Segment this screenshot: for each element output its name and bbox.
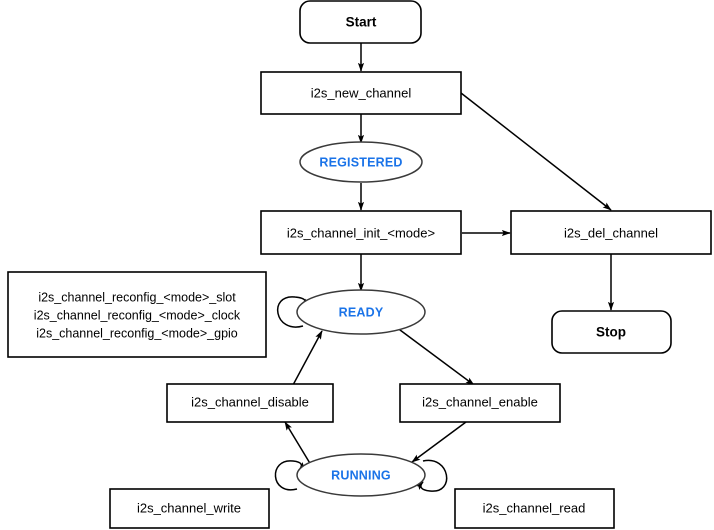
registered-node-label: REGISTERED xyxy=(319,155,402,169)
channel-enable-node-label: i2s_channel_enable xyxy=(422,394,538,409)
channel-write-node-shape[interactable] xyxy=(109,488,270,529)
start-node-shape[interactable] xyxy=(299,0,422,44)
edge-layer xyxy=(274,43,615,492)
edge-channel-disable-to-ready xyxy=(292,330,323,386)
channel-enable-node-shape[interactable] xyxy=(399,383,561,423)
new-channel-node-label: i2s_new_channel xyxy=(311,85,412,100)
channel-read-node-shape[interactable] xyxy=(454,488,615,529)
reconfig-node-label-line-3: i2s_channel_reconfig_<mode>_gpio xyxy=(36,326,238,340)
edge-running-to-channel-disable xyxy=(284,421,312,466)
channel-disable-node-shape[interactable] xyxy=(166,383,334,423)
running-node-shape[interactable] xyxy=(296,453,426,497)
self-loop-running-right xyxy=(415,459,448,492)
stop-node-shape[interactable] xyxy=(551,310,672,354)
running-node-label: RUNNING xyxy=(331,468,391,482)
stop-node-label: Stop xyxy=(596,325,626,340)
ready-node-shape[interactable] xyxy=(296,289,426,335)
channel-read-node-label: i2s_channel_read xyxy=(483,500,586,515)
edge-new-channel-to-del-channel xyxy=(460,92,612,211)
new-channel-node-shape[interactable] xyxy=(260,71,462,115)
node-label-layer: Start i2s_new_channel REGISTERED i2s_cha… xyxy=(34,15,658,516)
ready-node-label: READY xyxy=(339,305,384,319)
edge-ready-to-channel-enable xyxy=(395,326,475,386)
reconfig-node-label-line-2: i2s_channel_reconfig_<mode>_clock xyxy=(34,308,241,322)
edge-channel-enable-to-running xyxy=(411,421,467,463)
start-node-label: Start xyxy=(346,15,377,30)
channel-disable-node-label: i2s_channel_disable xyxy=(191,394,309,409)
reconfig-node-label-line-1: i2s_channel_reconfig_<mode>_slot xyxy=(38,290,236,304)
reconfig-node-shape[interactable] xyxy=(7,271,267,358)
channel-init-node-shape[interactable] xyxy=(260,210,462,255)
del-channel-node-label: i2s_del_channel xyxy=(564,225,658,240)
del-channel-node-shape[interactable] xyxy=(510,210,712,255)
self-loop-running-left xyxy=(274,460,307,491)
registered-node-shape[interactable] xyxy=(299,141,423,183)
channel-init-node-label: i2s_channel_init_<mode> xyxy=(287,225,435,240)
channel-write-node-label: i2s_channel_write xyxy=(137,500,241,515)
node-shape-layer xyxy=(7,0,712,529)
